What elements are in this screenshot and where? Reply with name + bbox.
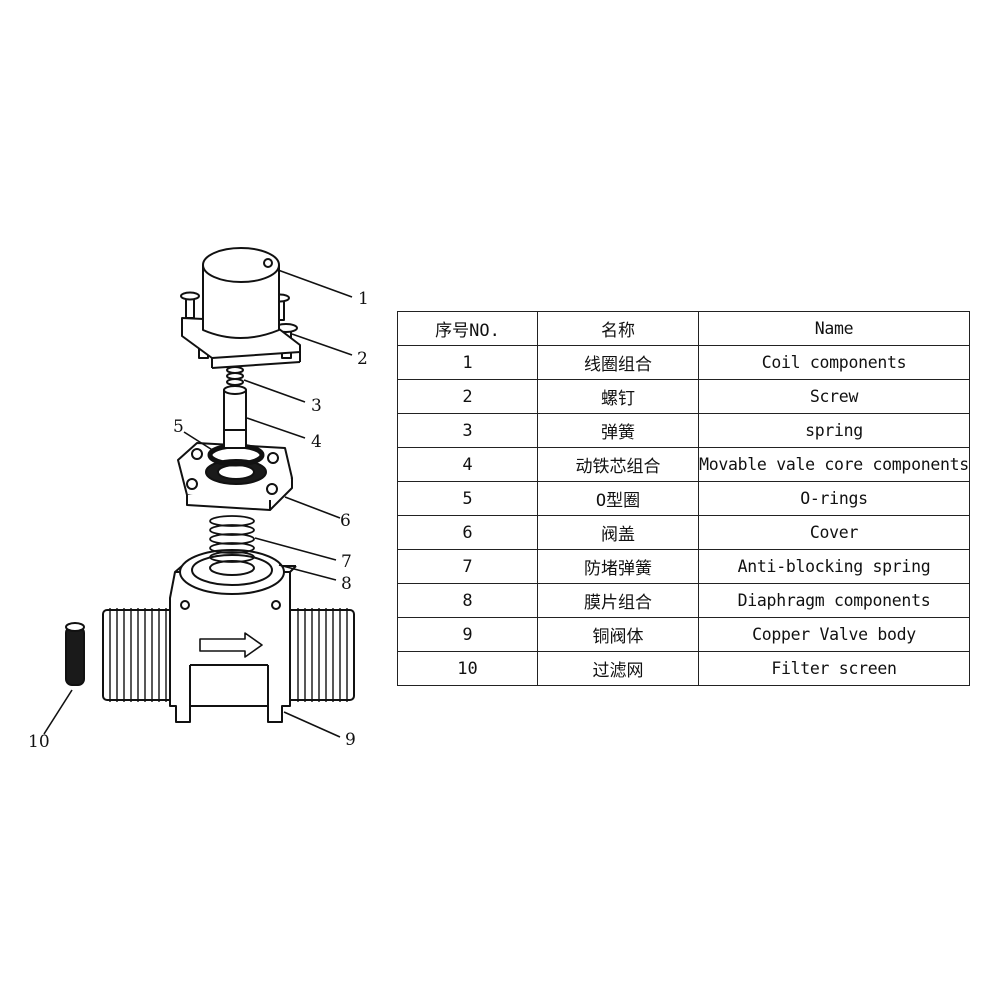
- table-row: 9 铜阀体 Copper Valve body: [397, 617, 970, 652]
- cell-chinese-name: 螺钉: [537, 379, 699, 414]
- cell-number: 5: [397, 481, 538, 516]
- table-row: 6 阀盖 Cover: [397, 515, 970, 550]
- anti-blocking-spring: [209, 515, 255, 563]
- cell-english-name: Filter screen: [698, 651, 970, 686]
- callout-1: 1: [358, 289, 369, 309]
- cell-chinese-name: 动铁芯组合: [537, 447, 699, 482]
- callout-5: 5: [173, 417, 184, 437]
- core-spring: [226, 366, 244, 386]
- cell-number: 6: [397, 515, 538, 550]
- cell-english-name: Copper Valve body: [698, 617, 970, 652]
- valve-body: [102, 565, 355, 723]
- callout-7: 7: [341, 552, 352, 572]
- cell-number: 2: [397, 379, 538, 414]
- cell-chinese-name: 防堵弹簧: [537, 549, 699, 584]
- coil-assembly: [181, 247, 301, 369]
- table-row: 5 O型圈 O-rings: [397, 481, 970, 516]
- cell-chinese-name: 线圈组合: [537, 345, 699, 380]
- valve-cover: [177, 442, 293, 511]
- filter-screen: [65, 622, 85, 686]
- cell-number: 10: [397, 651, 538, 686]
- parts-table: 序号NO. 名称 Name 1 线圈组合 Coil components 2 螺…: [397, 311, 970, 686]
- cell-chinese-name: 弹簧: [537, 413, 699, 448]
- header-number: 序号NO.: [397, 311, 538, 346]
- cell-chinese-name: 膜片组合: [537, 583, 699, 618]
- table-row: 1 线圈组合 Coil components: [397, 345, 970, 380]
- header-chinese-name: 名称: [537, 311, 699, 346]
- table-row: 2 螺钉 Screw: [397, 379, 970, 414]
- cell-english-name: Cover: [698, 515, 970, 550]
- callout-9: 9: [345, 730, 356, 750]
- table-row: 4 动铁芯组合 Movable vale core components: [397, 447, 970, 482]
- cell-chinese-name: O型圈: [537, 481, 699, 516]
- table-row: 8 膜片组合 Diaphragm components: [397, 583, 970, 618]
- table-row: 3 弹簧 spring: [397, 413, 970, 448]
- cell-number: 8: [397, 583, 538, 618]
- cell-number: 9: [397, 617, 538, 652]
- cell-number: 1: [397, 345, 538, 380]
- table-header-row: 序号NO. 名称 Name: [397, 311, 970, 346]
- cell-english-name: spring: [698, 413, 970, 448]
- cell-english-name: O-rings: [698, 481, 970, 516]
- cell-english-name: Anti-blocking spring: [698, 549, 970, 584]
- cell-chinese-name: 过滤网: [537, 651, 699, 686]
- header-english-name: Name: [698, 311, 970, 346]
- callout-6: 6: [340, 511, 351, 531]
- cell-chinese-name: 阀盖: [537, 515, 699, 550]
- movable-core: [223, 385, 247, 449]
- cell-english-name: Movable vale core components: [698, 447, 970, 482]
- table-row: 10 过滤网 Filter screen: [397, 651, 970, 686]
- cell-number: 7: [397, 549, 538, 584]
- flow-direction-arrow-icon: [199, 632, 263, 658]
- callout-8: 8: [341, 574, 352, 594]
- callout-numbers: 1 2 3 4 5 6 7 8 9 10: [28, 289, 369, 752]
- cell-chinese-name: 铜阀体: [537, 617, 699, 652]
- cell-number: 4: [397, 447, 538, 482]
- cell-english-name: Diaphragm components: [698, 583, 970, 618]
- callout-4: 4: [311, 432, 322, 452]
- callout-10: 10: [28, 732, 50, 752]
- callout-2: 2: [357, 349, 368, 369]
- leader-lines: [43, 269, 353, 738]
- cell-english-name: Coil components: [698, 345, 970, 380]
- diaphragm: [179, 549, 285, 595]
- cell-number: 3: [397, 413, 538, 448]
- callout-3: 3: [311, 396, 322, 416]
- cell-english-name: Screw: [698, 379, 970, 414]
- table-row: 7 防堵弹簧 Anti-blocking spring: [397, 549, 970, 584]
